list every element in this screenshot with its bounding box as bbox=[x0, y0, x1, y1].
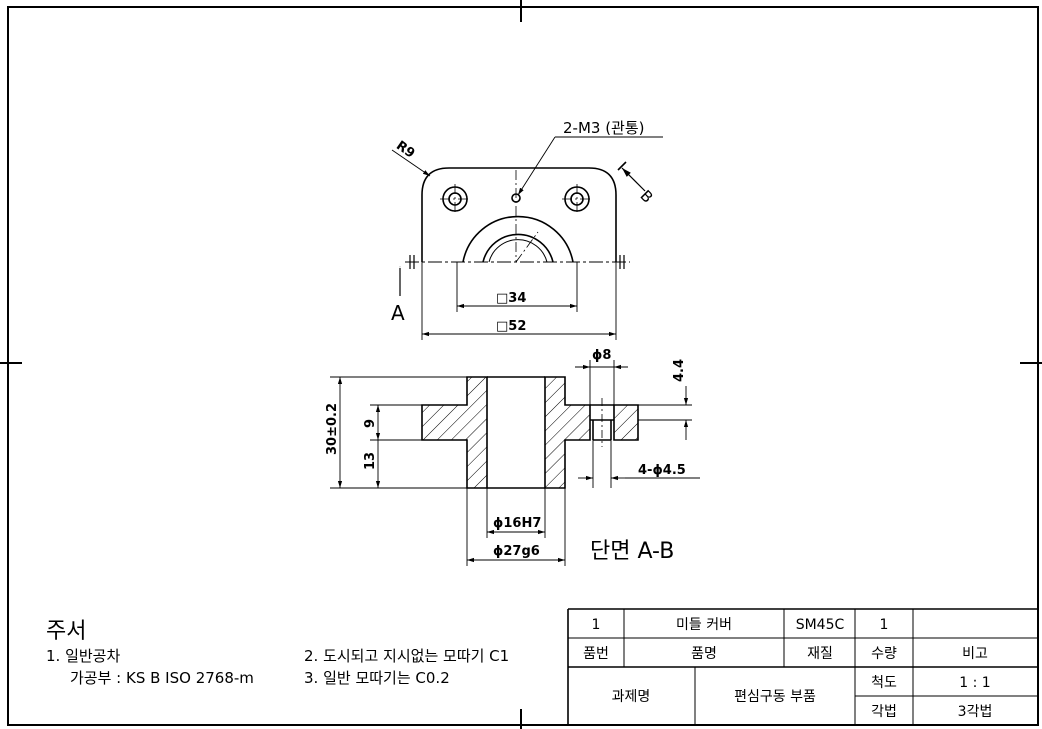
note-3: 3. 일반 모따기는 C0.2 bbox=[304, 669, 450, 687]
tb-scale-label: 척도 bbox=[871, 675, 897, 691]
tb-header-no: 품번 bbox=[583, 646, 609, 662]
label-sq34: □34 bbox=[496, 291, 526, 306]
label-sq52: □52 bbox=[496, 319, 526, 334]
section-view bbox=[330, 360, 700, 566]
label-d44: 4.4 bbox=[672, 359, 687, 382]
label-phi16: ϕ16H7 bbox=[493, 516, 541, 531]
flange-outline bbox=[421, 167, 617, 262]
boss-outer-arc bbox=[462, 215, 574, 263]
label-d9: 9 bbox=[363, 419, 378, 428]
title-block-text: 1 미들 커버 SM45C 1 품번 품명 재질 수량 비고 과제명 편심구동 … bbox=[583, 617, 992, 720]
label-phi8: ϕ8 bbox=[592, 348, 611, 363]
tb-header-material: 재질 bbox=[807, 646, 833, 662]
notes: 주서 1. 일반공차 가공부 : KS B ISO 2768-m 2. 도시되고… bbox=[46, 619, 509, 687]
tb-header-remark: 비고 bbox=[962, 646, 988, 662]
tb-header-quantity: 수량 bbox=[871, 646, 897, 662]
hatch-right-inner bbox=[544, 376, 591, 489]
tb-quantity: 1 bbox=[880, 617, 889, 633]
tb-part-name: 미들 커버 bbox=[676, 617, 732, 633]
section-view-labels: ϕ8 4.4 30±0.2 9 13 4-ϕ4.5 ϕ16H7 ϕ27g6 단면… bbox=[325, 348, 687, 564]
tb-projection-value: 3각법 bbox=[958, 704, 993, 720]
hatch-right-outer bbox=[613, 404, 639, 441]
tb-task-label: 과제명 bbox=[612, 689, 651, 705]
tb-task-value: 편심구동 부품 bbox=[734, 689, 816, 705]
note-1: 1. 일반공차 bbox=[46, 647, 120, 665]
label-arrow-b: B bbox=[637, 187, 657, 207]
label-r9: R9 bbox=[393, 138, 417, 161]
tb-header-name: 품명 bbox=[691, 646, 717, 662]
section-title: 단면 A-B bbox=[590, 539, 674, 564]
label-tapped-holes: 2-M3 (관통) bbox=[563, 119, 645, 137]
tb-projection-label: 각법 bbox=[871, 704, 897, 720]
boss-inner-arc bbox=[482, 233, 554, 263]
label-arrow-a: A bbox=[391, 301, 405, 325]
notes-title: 주서 bbox=[46, 619, 86, 644]
note-1-detail: 가공부 : KS B ISO 2768-m bbox=[70, 669, 254, 687]
label-holes45: 4-ϕ4.5 bbox=[638, 463, 686, 478]
hatch-left bbox=[421, 376, 488, 489]
tb-part-no: 1 bbox=[592, 617, 601, 633]
title-block bbox=[567, 608, 1038, 725]
note-2: 2. 도시되고 지시없는 모따기 C1 bbox=[304, 647, 509, 665]
label-phi27: ϕ27g6 bbox=[493, 544, 540, 559]
label-d13: 13 bbox=[363, 452, 378, 470]
label-d30: 30±0.2 bbox=[325, 403, 340, 455]
tb-material: SM45C bbox=[796, 617, 845, 633]
top-view bbox=[391, 136, 663, 340]
tb-scale-value: 1 : 1 bbox=[959, 675, 990, 691]
